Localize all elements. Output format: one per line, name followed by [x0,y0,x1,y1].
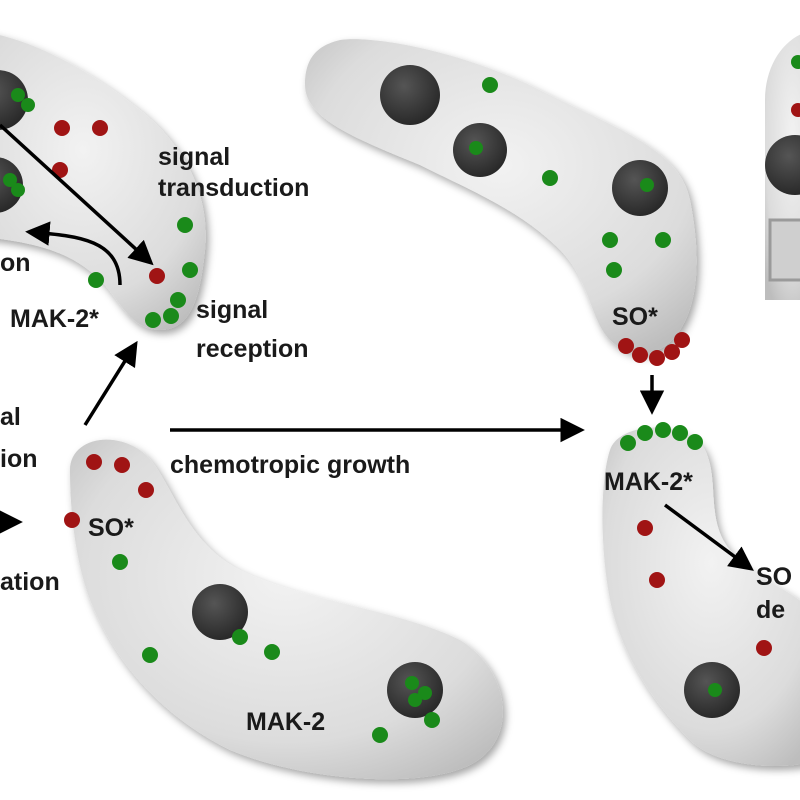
partial-box-right [768,218,800,282]
label-partial-de: de [756,596,785,624]
nucleus [192,584,248,640]
label-partial-on: on [0,249,31,277]
label-mak2-bottom: MAK-2 [246,708,325,736]
arrow-transduction [0,123,154,266]
label-signal-transduction-2: transduction [158,174,309,202]
label-partial-ion-mid: ion [0,445,38,473]
label-partial-so: SO [756,563,792,591]
nucleus [387,662,443,718]
nucleus [380,65,440,125]
arrows [0,123,754,571]
arrow-mak2-to-so [663,503,754,571]
label-chemotropic-growth: chemotropic growth [170,451,410,479]
label-partial-al: al [0,403,21,431]
label-signal-transduction-1: signal [158,143,230,171]
arrow-up-diagonal [83,340,138,426]
hypha-bottom-right [602,427,800,766]
arrow-curved-left [25,221,122,286]
hypha-top-left [0,35,206,330]
label-mak2-star-right: MAK-2* [604,468,693,496]
mak2-dots [3,55,800,743]
label-mak2-star-top: MAK-2* [10,305,99,333]
label-so-star-bottom: SO* [88,514,134,542]
nucleus [612,160,668,216]
so-dots [52,103,800,656]
label-partial-ation: ation [0,568,60,596]
label-signal-reception-1: signal [196,296,268,324]
labels: signal transduction on MAK-2* signal rec… [0,143,792,736]
nucleus [765,135,800,195]
label-so-star-right: SO* [612,303,658,331]
nucleus-group [0,65,800,718]
label-signal-reception-2: reception [196,335,309,363]
